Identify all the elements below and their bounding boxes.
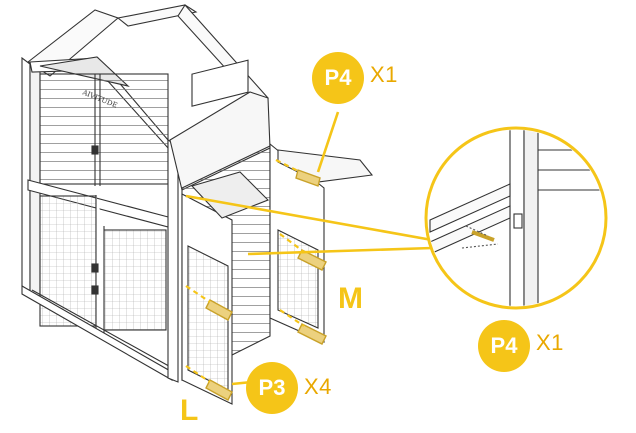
quantity-label: X1 <box>370 62 398 87</box>
right-tower <box>169 59 374 405</box>
quantity-label: X1 <box>536 330 564 355</box>
screw-icon <box>297 249 327 271</box>
panel-label-l: L <box>180 394 199 427</box>
screw-icon <box>205 379 233 401</box>
magnify-detail-icon <box>424 126 608 310</box>
part-badge-p4-top: P4 <box>312 52 364 104</box>
part-label: P4 <box>490 333 518 358</box>
part-label: P3 <box>258 375 286 400</box>
screw-icon <box>295 169 321 187</box>
leader-lines <box>185 111 433 386</box>
quantity-label: X4 <box>304 374 332 399</box>
part-badge-p4-detail: P4 <box>478 320 530 372</box>
screw-icon <box>205 299 233 321</box>
part-label: P4 <box>324 65 352 90</box>
part-badge-p3: P3 <box>246 362 298 414</box>
screw-markers <box>205 169 327 401</box>
panel-label-m: M <box>338 282 363 315</box>
guide-lines <box>185 159 305 383</box>
screw-icon <box>297 323 327 345</box>
